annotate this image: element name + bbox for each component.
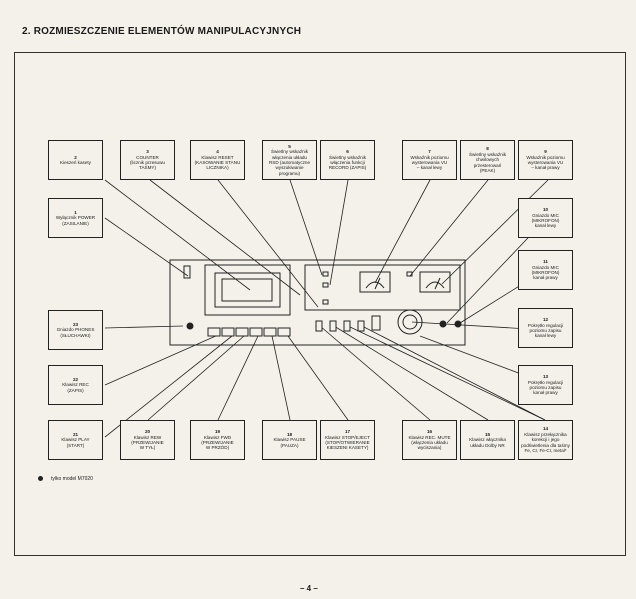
deck-buttons (207, 315, 381, 337)
leader-lines (104, 179, 549, 438)
label-number: 14 (542, 426, 549, 432)
label-text: Świetlny wskaźnik włączenia funkcji RECO… (328, 154, 367, 171)
label-text: Klawisz PAUSE (PAUZA) (273, 437, 306, 448)
label-number: 4 (216, 149, 219, 155)
diagram-frame (14, 52, 626, 556)
label-number: 22 (72, 376, 79, 382)
label-text: Wyłącznik POWER (ZASILANIE) (55, 215, 96, 226)
label-number: 21 (72, 431, 79, 437)
label-number: 16 (426, 429, 433, 435)
label-text: Kieszeń kasety (60, 160, 91, 165)
label-number: 3 (146, 149, 149, 155)
label-number: 11 (543, 259, 548, 265)
label-text: Klawisz REC. MUTE (włączenia układu wyci… (408, 434, 451, 451)
label-number: 20 (144, 429, 151, 435)
label-text: Klawisz włącznika układu Dolby NR (469, 437, 506, 448)
label-number: 13 (542, 374, 549, 380)
label-text: Gniazdo MIC (MIKROFON) kanał lewy (531, 212, 560, 229)
page-heading: 2. ROZMIESZCZENIE ELEMENTÓW MANIPULACYJN… (22, 26, 302, 37)
label-number: 1 (74, 209, 77, 215)
label-text: Świetlny wskaźnik włączenia układu RSD (… (268, 149, 311, 176)
label-text: Wskaźnik poziomu wysterowania VU – kanał… (410, 154, 449, 171)
footnote: tylko model M7020 (38, 476, 93, 482)
label-number: 10 (542, 207, 549, 213)
label-text: Gniazdo PHONES (SŁUCHAWKI) (56, 327, 95, 338)
label-text: Klawisz STOP/EJECT (STOP/OTWIERANIE KIES… (324, 434, 371, 451)
label-number: 17 (344, 429, 351, 435)
label-number: 19 (214, 429, 221, 435)
label-number: 2 (74, 154, 77, 160)
label-number: 8 (486, 146, 489, 152)
label-number: 7 (428, 149, 431, 155)
page-number: – 4 – (300, 584, 318, 593)
label-text: Klawisz PLAY (START) (61, 437, 90, 448)
label-number: 23 (72, 321, 79, 327)
label-text: Klawisz REW (PRZEWIJANIE W TYŁ) (131, 434, 164, 451)
label-text: Pokrętło regulacji poziomu zapisu kanał … (527, 379, 564, 396)
label-text: Gniazdo MIC (MIKROFON) kanał prawy (531, 264, 560, 281)
label-number: 5 (288, 143, 291, 149)
label-number: 18 (286, 431, 293, 437)
label-text: Klawisz RESET (KASOWANIE STANU LICZNIKA) (194, 154, 241, 171)
label-text: Świetlny wskaźnik chwilowych przesterowa… (468, 151, 507, 174)
label-number: 12 (542, 317, 549, 323)
label-number: 15 (484, 431, 491, 437)
label-text: Klawisz FWD (PRZEWIJANIE W PRZÓD) (201, 434, 234, 451)
label-text: Klawisz REC (ZAPIS) (62, 382, 89, 393)
label-text: Wskaźnik poziomu wysterowania VU – kanał… (526, 154, 565, 171)
label-number: 6 (346, 149, 349, 155)
label-number: 9 (544, 149, 547, 155)
deck-jacks (186, 320, 462, 330)
footnote-bullet-icon (38, 476, 43, 482)
label-text: COUNTER (licznik przesuwu TAŚMY) (130, 154, 165, 171)
label-text: Pokrętło regulacji poziomu zapisu kanał … (527, 322, 564, 339)
label-text: Klawisz przełącznika korekcji i jego pod… (521, 431, 570, 454)
deck-front-panel (169, 259, 466, 346)
